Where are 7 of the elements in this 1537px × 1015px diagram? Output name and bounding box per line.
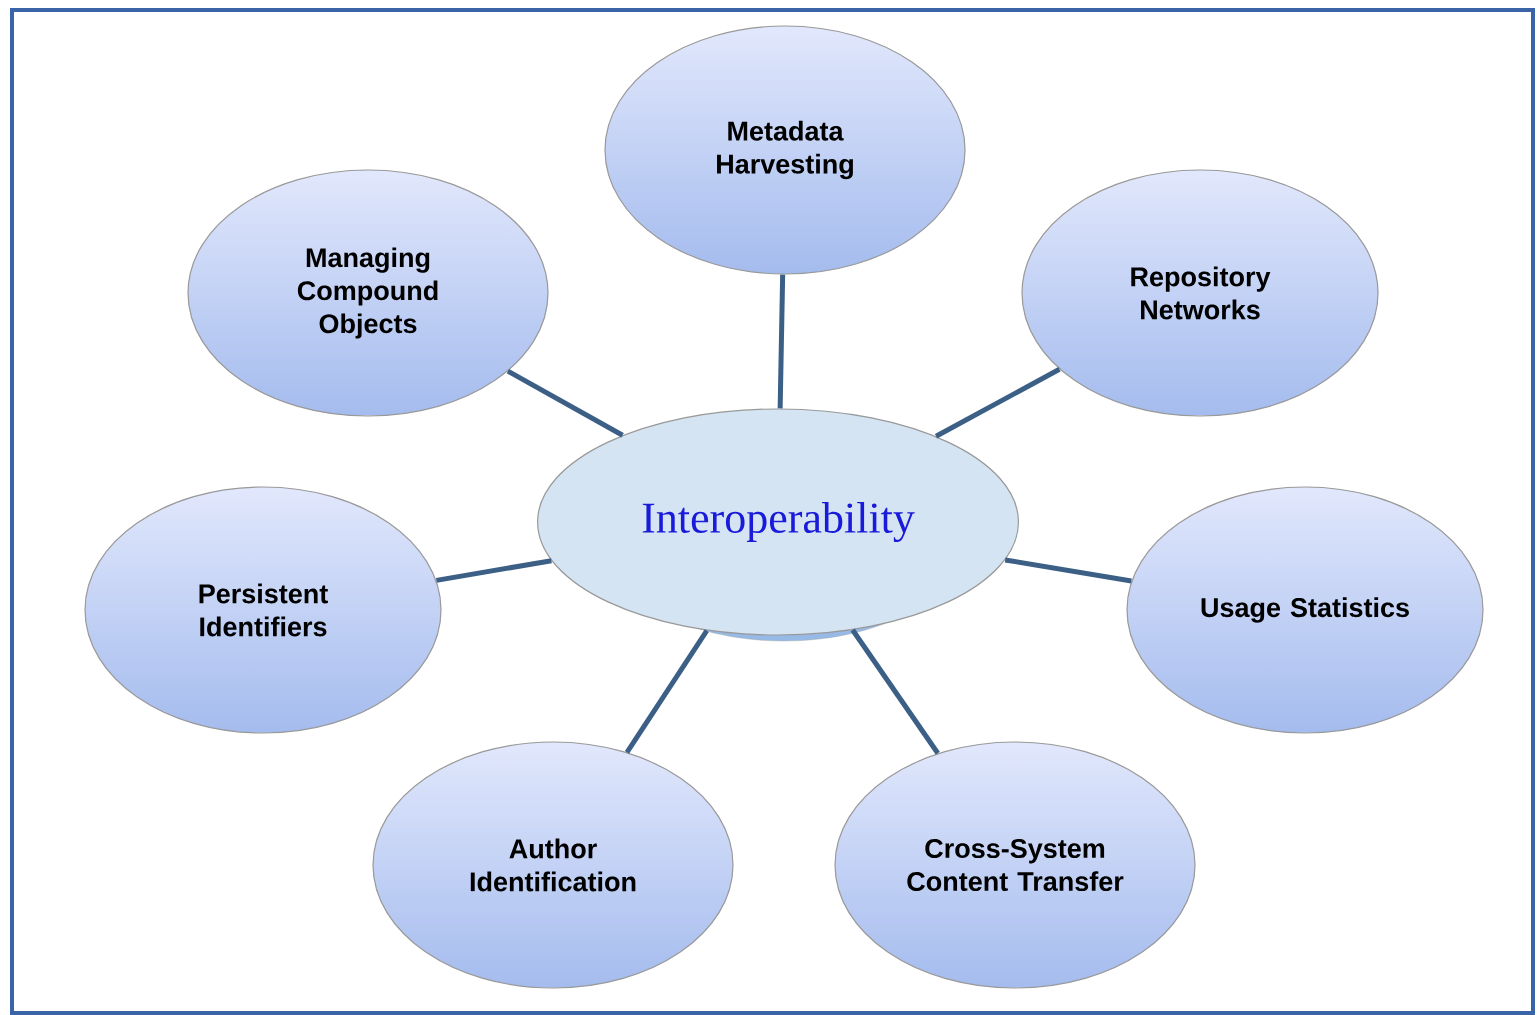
connector-line [435, 558, 552, 583]
connector-line [1004, 557, 1132, 584]
connector-line [850, 628, 940, 755]
connector-line [506, 368, 624, 438]
connector-line [624, 629, 709, 754]
connector-line [934, 367, 1061, 439]
connector-line [777, 274, 786, 409]
